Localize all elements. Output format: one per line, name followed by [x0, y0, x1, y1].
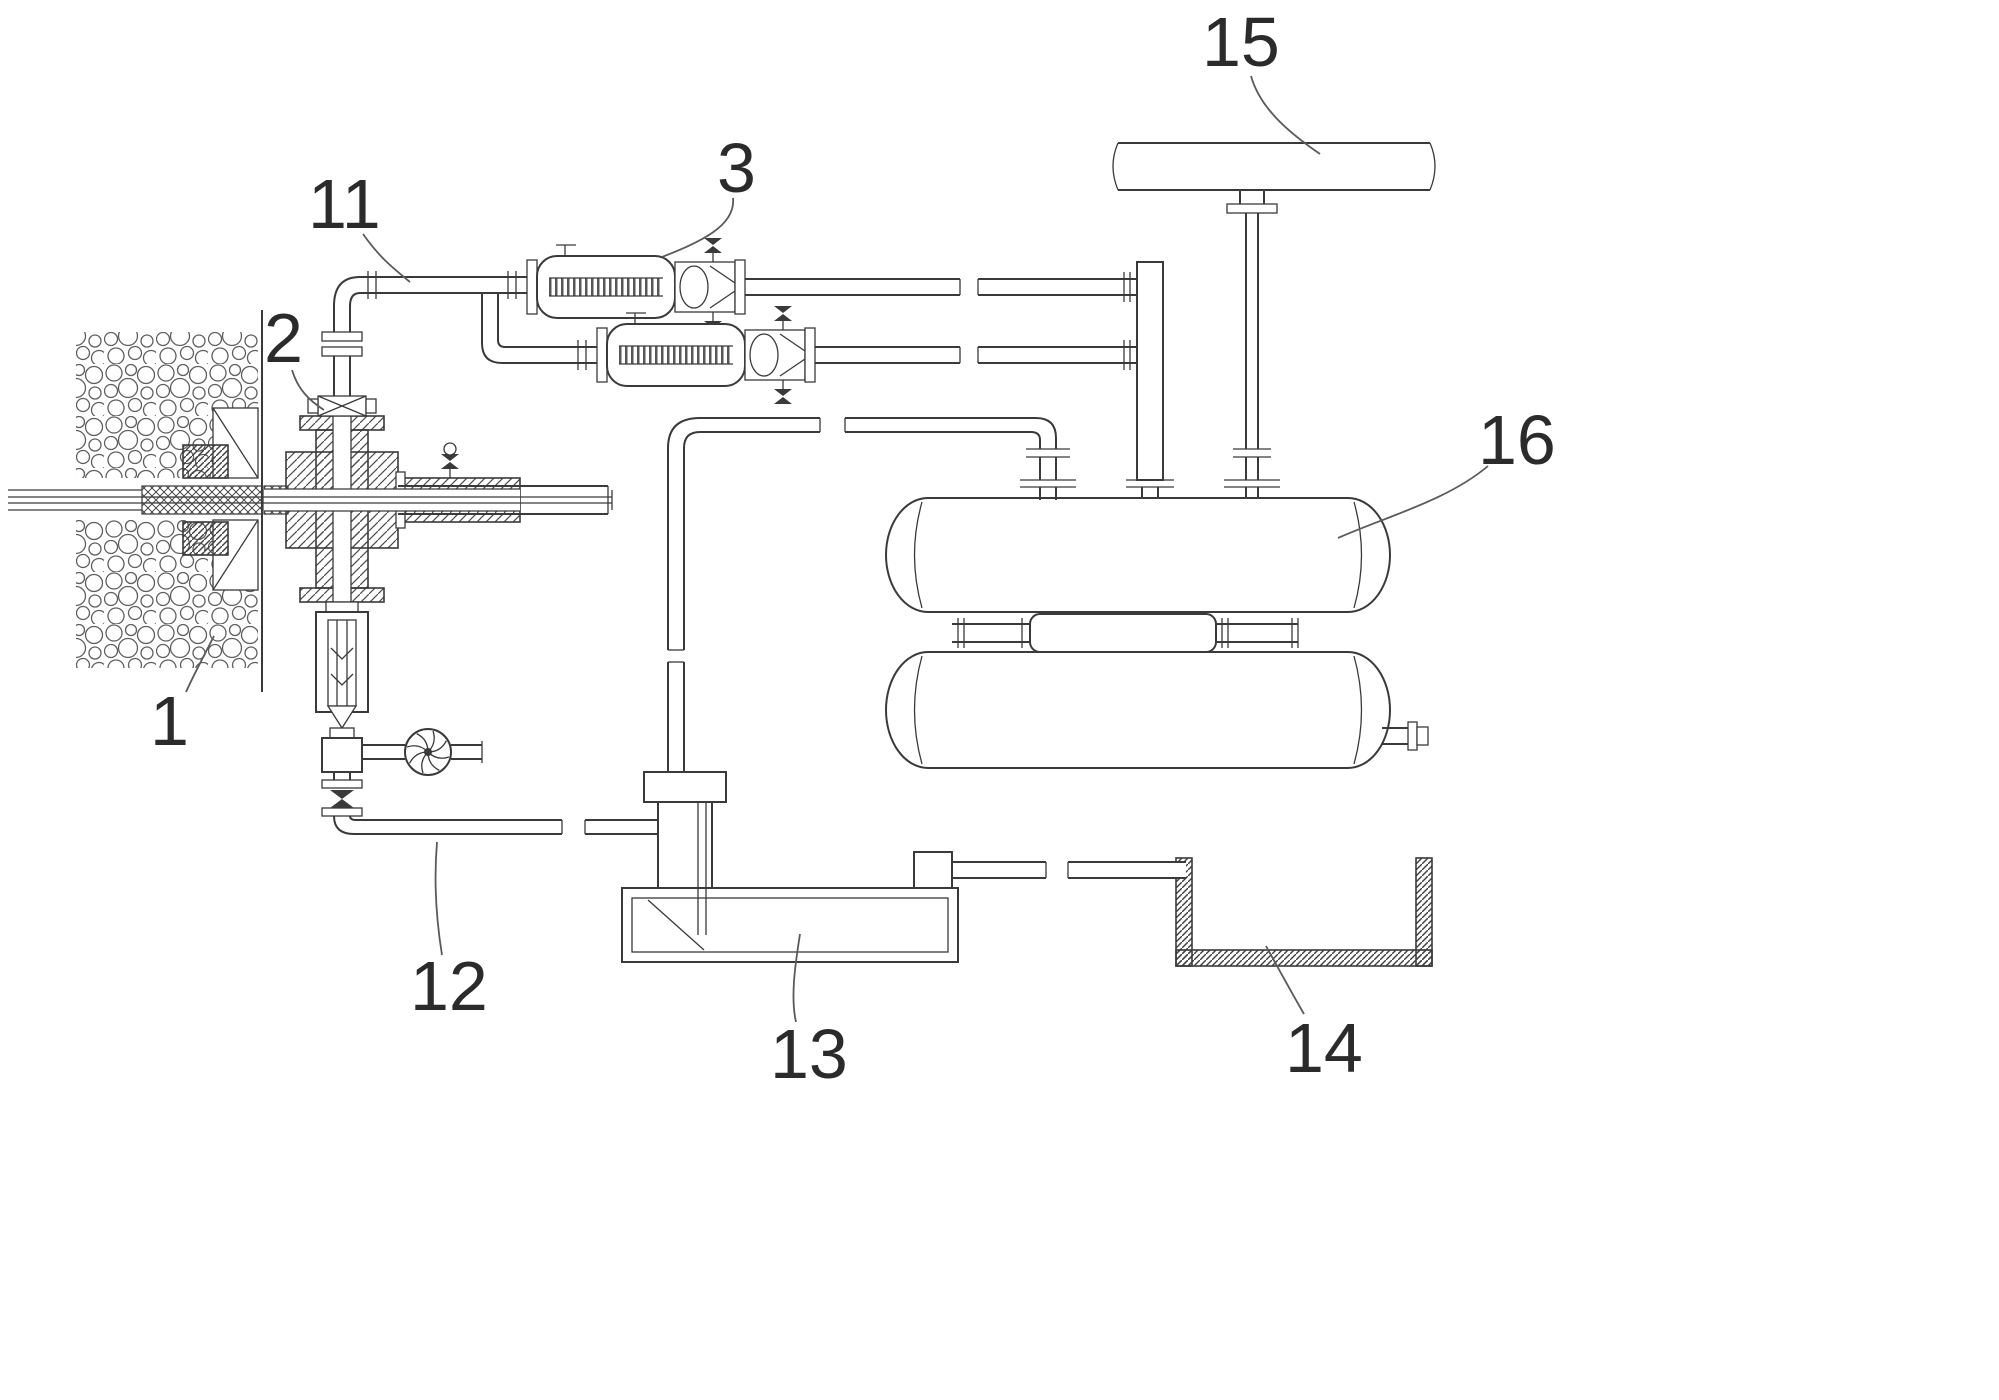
label-13: 13 — [770, 1015, 848, 1093]
leader-12 — [434, 841, 443, 956]
tank-upper — [885, 497, 1391, 613]
drain-valve-icon — [330, 790, 354, 799]
label-16: 16 — [1478, 401, 1556, 479]
tank-lower — [885, 651, 1391, 769]
drain-line-center — [667, 417, 1076, 772]
silencer-shell-2 — [606, 323, 746, 387]
packer-lower — [182, 521, 229, 556]
label-3: 3 — [717, 129, 756, 207]
flowline-pipe-11 — [360, 271, 597, 370]
manifold-riser — [1126, 261, 1174, 500]
return-line-12 — [315, 601, 658, 835]
leader-14 — [1265, 945, 1305, 1015]
silencer-outlet-pipes — [745, 272, 1137, 370]
wellhead-assembly — [8, 276, 613, 603]
inlet-header — [643, 771, 727, 803]
leader-16 — [1337, 465, 1489, 539]
leader-1 — [185, 635, 215, 693]
settling-tank-13 — [621, 771, 1186, 963]
leader-11 — [362, 233, 411, 283]
leader-3 — [661, 197, 734, 258]
leader-13 — [792, 933, 801, 1023]
packer-upper — [182, 444, 229, 479]
label-15: 15 — [1202, 3, 1280, 81]
reference-labels: 1 2 3 11 12 13 14 15 16 — [150, 3, 1556, 1093]
leader-15 — [1250, 75, 1321, 155]
leader-2 — [291, 369, 325, 411]
label-1: 1 — [150, 682, 189, 760]
label-11: 11 — [308, 165, 381, 243]
silencer-shell-1 — [536, 255, 676, 319]
turbine-blower — [362, 728, 483, 776]
main-pipeline-15 — [1112, 142, 1436, 500]
label-14: 14 — [1285, 1009, 1363, 1087]
interconnect-drum — [1029, 613, 1217, 653]
riser-clamp — [321, 331, 363, 342]
tank-13-body — [621, 887, 959, 963]
choke-silencer-2 — [596, 305, 816, 405]
collection-pit-14 — [1175, 857, 1433, 967]
rock-formation — [76, 310, 263, 692]
choke-silencer-1 — [526, 237, 746, 337]
label-2: 2 — [264, 299, 303, 377]
fan-hub-icon — [424, 748, 432, 756]
label-12: 12 — [410, 947, 488, 1025]
pit-floor — [1175, 949, 1433, 967]
separator-tanks-16 — [885, 497, 1429, 769]
downhole-tool-body — [315, 611, 369, 713]
